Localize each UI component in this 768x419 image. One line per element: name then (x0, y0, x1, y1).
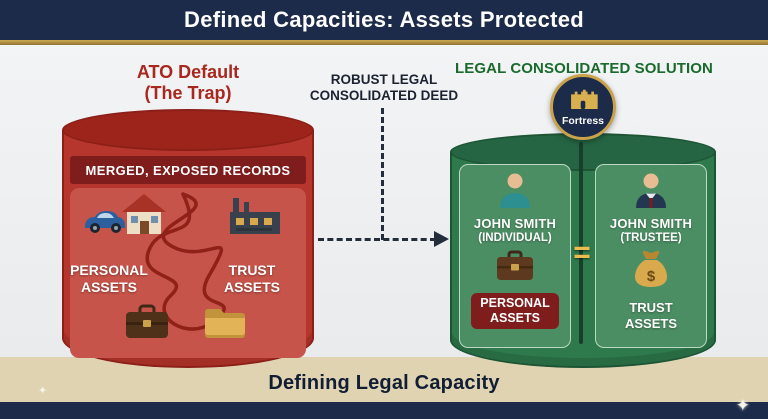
car-icon (82, 206, 128, 239)
trustee-panel: JOHN SMITH (TRUSTEE) $ TRUST ASSETS (595, 164, 707, 348)
trust-text-line2: ASSETS (624, 316, 677, 331)
folder-icon (203, 306, 247, 343)
trustee-role: (TRUSTEE) (620, 232, 682, 244)
sparkle-icon: ✦ (735, 396, 750, 415)
individual-role: (INDIVIDUAL) (478, 232, 552, 244)
cylinder-divider (579, 142, 583, 344)
dashed-arrow-line (318, 238, 436, 241)
red-cylinder-top (62, 109, 314, 151)
left-section-title: ATO Default (The Trap) (88, 62, 288, 104)
fortress-badge-label: Fortress (561, 115, 604, 127)
left-title-line2: (The Trap) (144, 83, 232, 103)
svg-text:$: $ (647, 268, 656, 285)
dashed-line-vertical (381, 108, 384, 240)
person-trustee-icon (633, 172, 669, 213)
sparkle-icon-small: ✦ (38, 385, 48, 397)
individual-panel: JOHN SMITH (INDIVIDUAL) PERSONAL ASSETS (459, 164, 571, 348)
trust-text-line1: TRUST (629, 300, 673, 315)
personal-assets-label: PERSONAL ASSETS (64, 262, 154, 296)
connector-label: ROBUST LEGAL CONSOLIDATED DEED (308, 72, 460, 104)
connector-label-line2: CONSOLIDATED DEED (309, 88, 459, 103)
equals-sign: = (573, 236, 591, 269)
trust-assets-text: TRUST ASSETS (625, 300, 677, 332)
arrow-head-icon (434, 231, 449, 247)
personal-assets-line2: ASSETS (80, 279, 137, 295)
individual-name: JOHN SMITH (473, 216, 557, 231)
house-icon (120, 192, 168, 241)
slide-caption: Defining Legal Capacity (268, 372, 500, 394)
merged-records-banner: MERGED, EXPOSED RECORDS (70, 156, 306, 184)
connector-label-line1: ROBUST LEGAL (330, 72, 438, 87)
personal-assets-banner: PERSONAL ASSETS (471, 293, 559, 329)
trustee-name: JOHN SMITH (609, 216, 693, 231)
ato-default-cylinder: MERGED, EXPOSED RECORDS (62, 109, 314, 368)
fortress-badge: Fortress (550, 74, 616, 140)
header-bar: Defined Capacities: Assets Protected (0, 0, 768, 40)
castle-icon (568, 87, 598, 114)
right-section-title: LEGAL CONSOLIDATED SOLUTION (455, 60, 713, 77)
page-title: Defined Capacities: Assets Protected (184, 7, 584, 32)
personal-banner-line2: ASSETS (489, 311, 540, 325)
header-accent-line (0, 40, 768, 45)
trust-assets-line1: TRUST (228, 262, 276, 278)
trust-assets-line2: ASSETS (223, 279, 280, 295)
factory-icon (228, 196, 282, 241)
footer-bar (0, 402, 768, 419)
trust-assets-label: TRUST ASSETS (207, 262, 297, 296)
money-bag-icon: $ (633, 250, 669, 293)
personal-assets-line1: PERSONAL (70, 262, 148, 278)
left-title-line1: ATO Default (136, 62, 240, 82)
consolidated-solution-cylinder: JOHN SMITH (INDIVIDUAL) PERSONAL ASSETS … (450, 133, 716, 368)
briefcase-small-icon (495, 250, 535, 287)
briefcase-icon (124, 304, 170, 345)
personal-banner-line1: PERSONAL (480, 296, 550, 310)
person-individual-icon (497, 172, 533, 213)
